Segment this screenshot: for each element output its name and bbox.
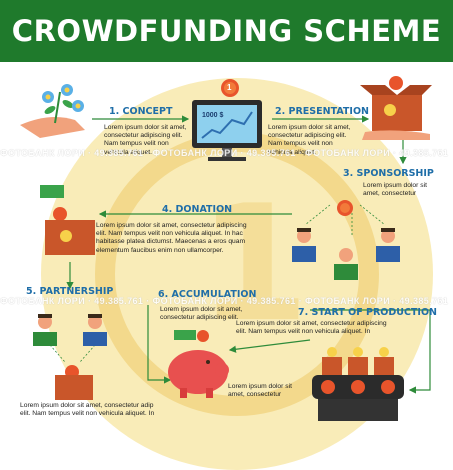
donation-box-illustration <box>40 185 95 255</box>
monitor-illustration <box>192 79 262 161</box>
header-banner: CROWDFUNDING SCHEME <box>0 0 453 62</box>
concept-illustration <box>20 84 85 138</box>
step-donation-title: 4. DONATION <box>162 204 233 215</box>
watermark-top: ФОТОБАНК ЛОРИ · 49.385.761 · ФОТОБАНК ЛО… <box>0 148 449 158</box>
sponsors-illustration <box>292 200 400 280</box>
step-donation-text: Lorem ipsum dolor sit amet, consectetur … <box>96 222 247 254</box>
step-concept-text: Lorem ipsum dolor sit amet, consectetur … <box>104 124 187 156</box>
step-presentation-title: 2. PRESENTATION <box>275 106 369 117</box>
step-sponsorship-title: 3. SPONSORSHIP <box>343 168 434 179</box>
partners-illustration <box>33 314 107 400</box>
production-illustration <box>312 347 404 421</box>
step-sponsorship-text: Lorem ipsum dolor sit amet, consectetur <box>363 182 427 198</box>
step-partnership-title: 5. PARTNERSHIP <box>26 286 114 297</box>
step-presentation-text: Lorem ipsum dolor sit amet, consectetur … <box>268 124 351 156</box>
background-coin-mark: 1 <box>198 170 310 357</box>
step-concept-title: 1. CONCEPT <box>109 106 173 117</box>
watermark-bottom: ФОТОБАНК ЛОРИ · 49.385.761 · ФОТОБАНК ЛО… <box>0 296 449 306</box>
step-accumulation-text-2: Lorem ipsum dolor sit amet, consectetur <box>228 383 292 399</box>
piggy-bank-illustration <box>168 330 229 398</box>
step-accumulation-title: 6. ACCUMULATION <box>158 289 257 300</box>
step-production-title: 7. START OF PRODUCTION <box>298 307 437 318</box>
step-accumulation-text: Lorem ipsum dolor sit amet, consectetur … <box>160 306 243 322</box>
flow-arrows <box>66 115 431 394</box>
monitor-coin-mark: 1 <box>227 83 232 92</box>
step-production-text: Lorem ipsum dolor sit amet, consectetur … <box>236 320 387 336</box>
scheme-graphics <box>20 76 432 421</box>
monitor-value: 1000 $ <box>202 112 224 119</box>
page-title: CROWDFUNDING SCHEME <box>11 14 442 48</box>
idea-box-illustration <box>360 76 432 140</box>
step-partnership-text: Lorem ipsum dolor sit amet, consectetur … <box>20 402 155 418</box>
